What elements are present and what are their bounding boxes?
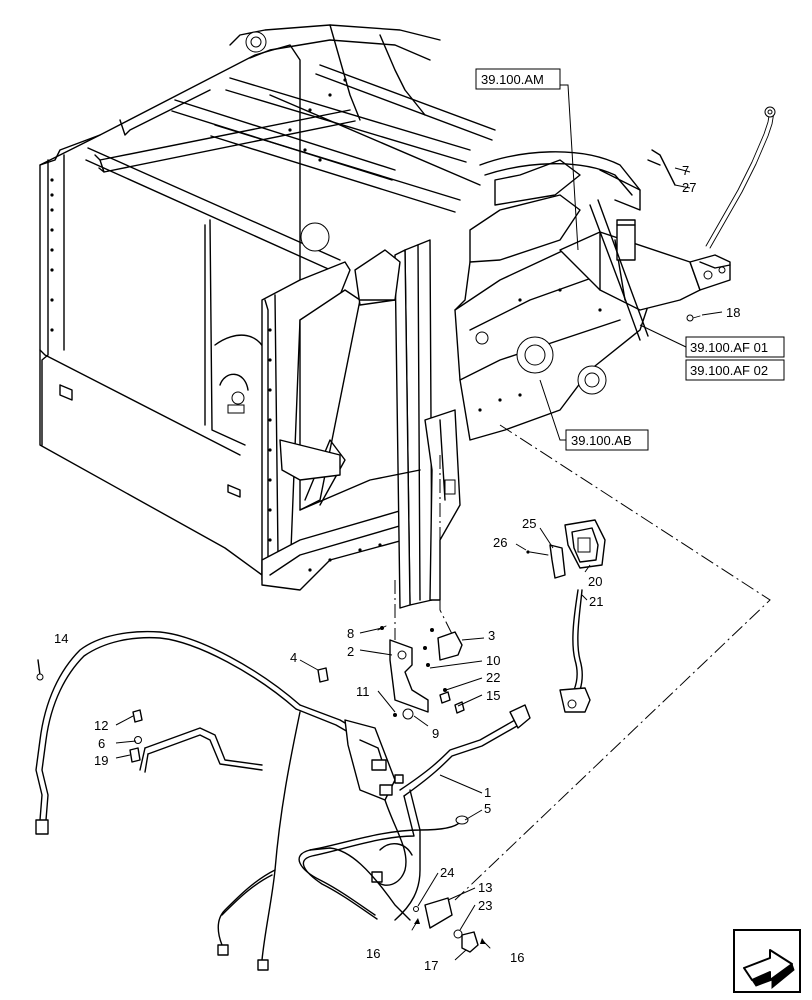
- callout-16-right[interactable]: 16: [510, 950, 524, 965]
- frame-holes: [50, 78, 602, 572]
- bracket-13: [424, 897, 453, 929]
- callout-2[interactable]: 2: [347, 644, 354, 659]
- ref-ab-leader: [539, 379, 566, 441]
- next-page-arrow-icon[interactable]: [733, 929, 801, 993]
- callout-5[interactable]: 5: [484, 801, 491, 816]
- roller-rods: [85, 64, 496, 273]
- parts-12-6-19: [129, 709, 143, 763]
- callout-19[interactable]: 19: [94, 753, 108, 768]
- part-23-24-hardware: [413, 906, 463, 939]
- ref-label-ab: 39.100.AB: [571, 433, 632, 448]
- ref-label-am: 39.100.AM: [481, 72, 544, 87]
- wiring-harness: [35, 630, 531, 971]
- callout-26[interactable]: 26: [493, 535, 507, 550]
- callout-21[interactable]: 21: [589, 594, 603, 609]
- ref-39-100-af02[interactable]: 39.100.AF 02: [685, 359, 785, 381]
- baler-frame: [39, 24, 776, 609]
- part-16-pins: [411, 918, 491, 949]
- callout-numbers: 1 2 3 4 5 6 7 8 9 10 11 12 13 14 15 16 1…: [54, 163, 740, 973]
- ref-label-af01: 39.100.AF 01: [690, 340, 768, 355]
- callout-15[interactable]: 15: [486, 688, 500, 703]
- callout-leaders: [115, 527, 591, 961]
- ref-af-leader: [639, 324, 687, 348]
- part-18-bolt: [686, 311, 723, 322]
- part-4-fastener: [317, 667, 329, 683]
- callout-18[interactable]: 18: [726, 305, 740, 320]
- monitor-bracket: [526, 544, 566, 579]
- ref-39-100-am[interactable]: 39.100.AM: [475, 68, 561, 90]
- callout-1[interactable]: 1: [484, 785, 491, 800]
- monitor-cable: [559, 589, 591, 713]
- mounting-bracket-2: [389, 639, 429, 713]
- callout-16-left[interactable]: 16: [366, 946, 380, 961]
- callout-13[interactable]: 13: [478, 880, 492, 895]
- display-monitor: [564, 519, 606, 569]
- callout-25[interactable]: 25: [522, 516, 536, 531]
- part-17-connector: [461, 931, 479, 953]
- callout-22[interactable]: 22: [486, 670, 500, 685]
- callout-24[interactable]: 24: [440, 865, 454, 880]
- callout-4[interactable]: 4: [290, 650, 297, 665]
- ref-39-100-af01[interactable]: 39.100.AF 01: [685, 336, 785, 358]
- callout-8[interactable]: 8: [347, 626, 354, 641]
- callout-10[interactable]: 10: [486, 653, 500, 668]
- small-hardware: [377, 625, 465, 720]
- callout-17[interactable]: 17: [424, 958, 438, 973]
- callout-6[interactable]: 6: [98, 736, 105, 751]
- callout-7[interactable]: 7: [682, 163, 689, 178]
- callout-14[interactable]: 14: [54, 631, 68, 646]
- ref-label-af02: 39.100.AF 02: [690, 363, 768, 378]
- ref-39-100-ab[interactable]: 39.100.AB: [565, 429, 649, 451]
- callout-23[interactable]: 23: [478, 898, 492, 913]
- callout-12[interactable]: 12: [94, 718, 108, 733]
- callout-11[interactable]: 11: [356, 684, 370, 699]
- clamp-3: [437, 631, 463, 661]
- safety-chain: [705, 106, 776, 249]
- part-14-clip: [36, 659, 44, 681]
- callout-20[interactable]: 20: [588, 574, 602, 589]
- callout-27[interactable]: 27: [682, 180, 696, 195]
- callout-3[interactable]: 3: [488, 628, 495, 643]
- assembly-lines: [394, 424, 771, 901]
- part-7-27-pins: [647, 149, 691, 189]
- ref-am-leader: [560, 84, 579, 251]
- callout-9[interactable]: 9: [432, 726, 439, 741]
